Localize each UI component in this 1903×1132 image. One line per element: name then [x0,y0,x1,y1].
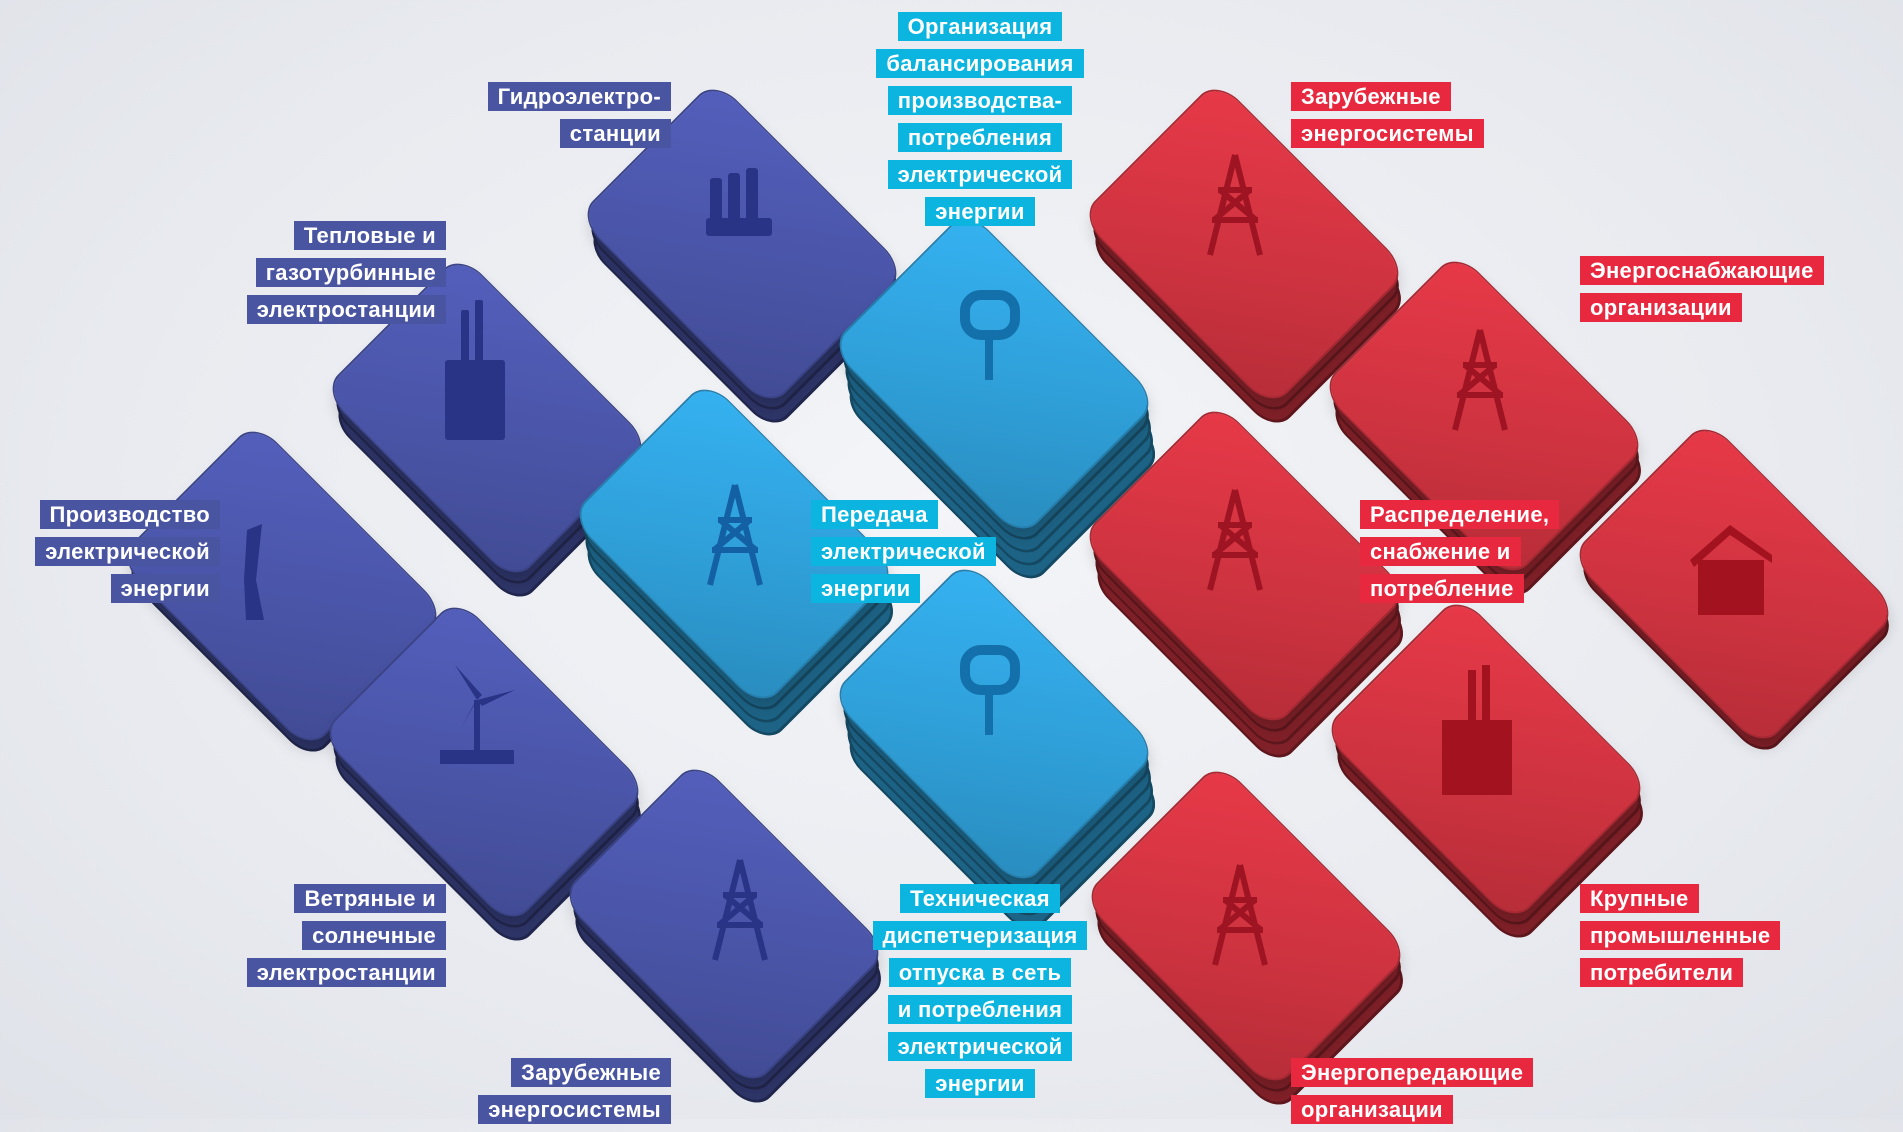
label-line: газотурбинные [255,258,446,287]
transmission-tower-icon [1190,485,1270,591]
label-line: диспетчеризация [872,921,1088,950]
label-distribution: Распределение, снабжение и потребление [1360,500,1560,611]
label-line: Передача [811,500,938,529]
label-line: электростанции [246,958,446,987]
transmission-tower-icon [1435,325,1515,431]
label-line: Организация [897,12,1063,41]
label-line: Зарубежные [511,1058,671,1087]
plug-icon [950,640,1030,735]
label-line: станции [559,119,671,148]
label-line: энергии [811,574,921,603]
transmission-tower-icon [1195,860,1275,966]
label-line: Гидроэлектро- [487,82,671,111]
label-dispatch: Техническая диспетчеризация отпуска в се… [850,884,1110,1106]
label-hydro: Гидроэлектро- станции [487,82,671,156]
label-foreign-left: Зарубежные энергосистемы [478,1058,671,1132]
label-line: производства- [887,86,1073,115]
label-thermal: Тепловые и газотурбинные электростанции [246,221,446,332]
label-line: Производство [39,500,220,529]
transmission-tower-icon [690,480,770,586]
label-line: Энергоснабжающие [1580,256,1824,285]
label-supply-orgs: Энергоснабжающие организации [1580,256,1824,330]
label-line: снабжение и [1360,537,1521,566]
label-line: электрической [35,537,220,566]
label-line: Энергопередающие [1291,1058,1534,1087]
label-line: потребители [1580,958,1744,987]
label-transmission: Передача электрической энергии [811,500,996,611]
label-line: энергии [110,574,220,603]
label-line: Зарубежные [1291,82,1451,111]
label-production: Производство электрической энергии [35,500,220,611]
transmission-tower-icon [695,855,775,961]
label-line: балансирования [876,49,1084,78]
label-balancing-org: Организация балансирования производства-… [860,12,1100,234]
wind-turbine-icon [430,660,515,764]
label-line: электрической [811,537,996,566]
label-line: Крупные [1580,884,1699,913]
label-grid-orgs: Энергопередающие организации [1291,1058,1534,1132]
hydro-plant-icon [702,158,782,248]
label-line: организации [1291,1095,1453,1124]
label-line: и потребления [887,995,1073,1024]
label-line: электрической [887,160,1073,189]
label-line: электростанции [246,295,446,324]
label-line: Тепловые и [293,221,446,250]
thermal-plant-icon [435,300,515,440]
label-line: организации [1580,293,1742,322]
label-line: потребление [1360,574,1524,603]
transmission-tower-icon [1190,150,1270,256]
label-line: солнечные [302,921,446,950]
label-line: энергии [925,1069,1035,1098]
label-line: энергии [925,197,1035,226]
plug-icon [950,285,1030,380]
label-wind-solar: Ветряные и солнечные электростанции [246,884,446,995]
label-line: электрической [887,1032,1073,1061]
house-icon [1680,515,1772,615]
label-line: промышленные [1580,921,1781,950]
power-plug-icon [212,520,292,620]
label-line: Распределение, [1360,500,1560,529]
label-line: энергосистемы [1291,119,1484,148]
label-line: потребления [897,123,1063,152]
label-foreign-right: Зарубежные энергосистемы [1291,82,1484,156]
label-industrial: Крупные промышленные потребители [1580,884,1781,995]
label-line: энергосистемы [478,1095,671,1124]
label-line: Техническая [900,884,1060,913]
factory-icon [1432,665,1512,795]
label-line: Ветряные и [294,884,446,913]
label-line: отпуска в сеть [888,958,1072,987]
